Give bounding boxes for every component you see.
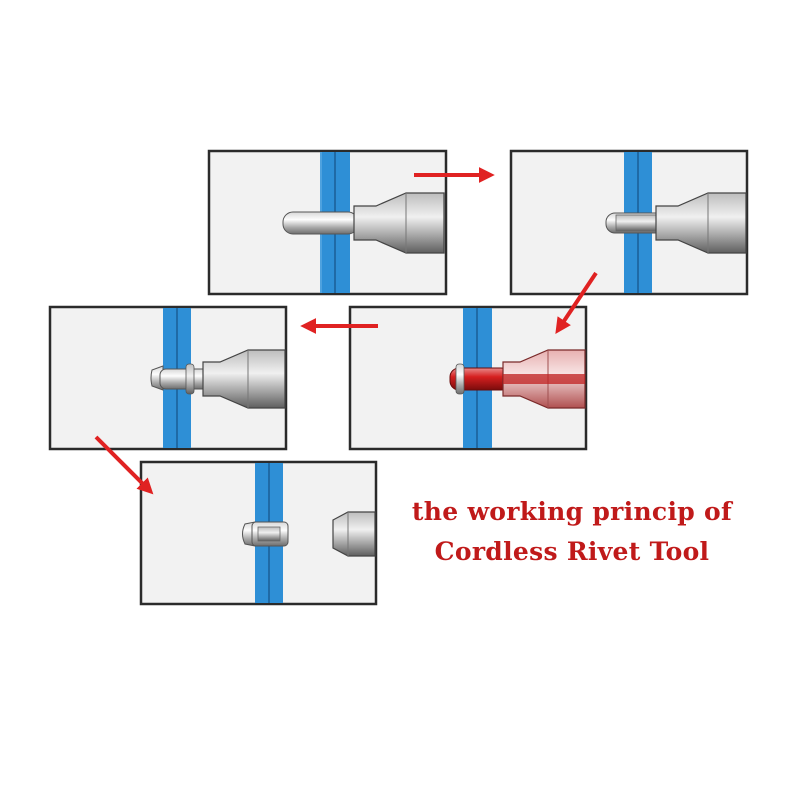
rivet-tool-nose — [655, 192, 747, 254]
rivet-mandrel-pulled — [449, 363, 511, 395]
rivet-tool-nose-retracted — [332, 511, 376, 557]
arrow-down-left — [555, 271, 598, 334]
set-rivet — [242, 521, 289, 547]
step-panel-1 — [207, 149, 448, 296]
rivet-tool-nose — [353, 192, 445, 254]
step-panel-4 — [48, 305, 288, 451]
arrow-down-right — [94, 435, 154, 495]
rivet-tool-nose — [502, 349, 586, 409]
rivet-tool-nose — [202, 349, 286, 409]
step-panel-5 — [139, 460, 378, 606]
rivet-bulb — [150, 363, 211, 395]
rivet-mandrel — [282, 211, 359, 235]
rivet-mandrel — [605, 212, 669, 234]
caption-line-1: the working princip of — [411, 497, 733, 526]
step-panel-3 — [348, 305, 588, 451]
step-panel-2 — [509, 149, 749, 296]
process-arrows — [94, 167, 598, 495]
caption-line-2: Cordless Rivet Tool — [434, 537, 710, 566]
